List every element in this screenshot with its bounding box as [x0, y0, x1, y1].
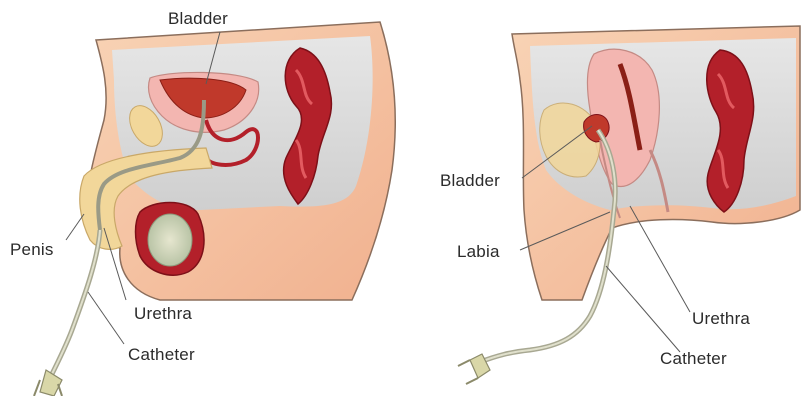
female-anatomy — [458, 26, 800, 384]
label-female-catheter: Catheter — [660, 350, 727, 367]
label-male-urethra: Urethra — [134, 305, 192, 322]
label-female-labia: Labia — [457, 243, 500, 260]
label-male-penis: Penis — [10, 241, 54, 258]
label-female-urethra: Urethra — [692, 310, 750, 327]
label-male-catheter: Catheter — [128, 346, 195, 363]
male-anatomy — [34, 22, 395, 396]
male-testis — [148, 214, 192, 266]
male-catheter-tube — [50, 230, 100, 378]
label-male-bladder: Bladder — [168, 10, 228, 27]
male-catheter-funnel — [40, 370, 62, 396]
label-female-bladder: Bladder — [440, 172, 500, 189]
